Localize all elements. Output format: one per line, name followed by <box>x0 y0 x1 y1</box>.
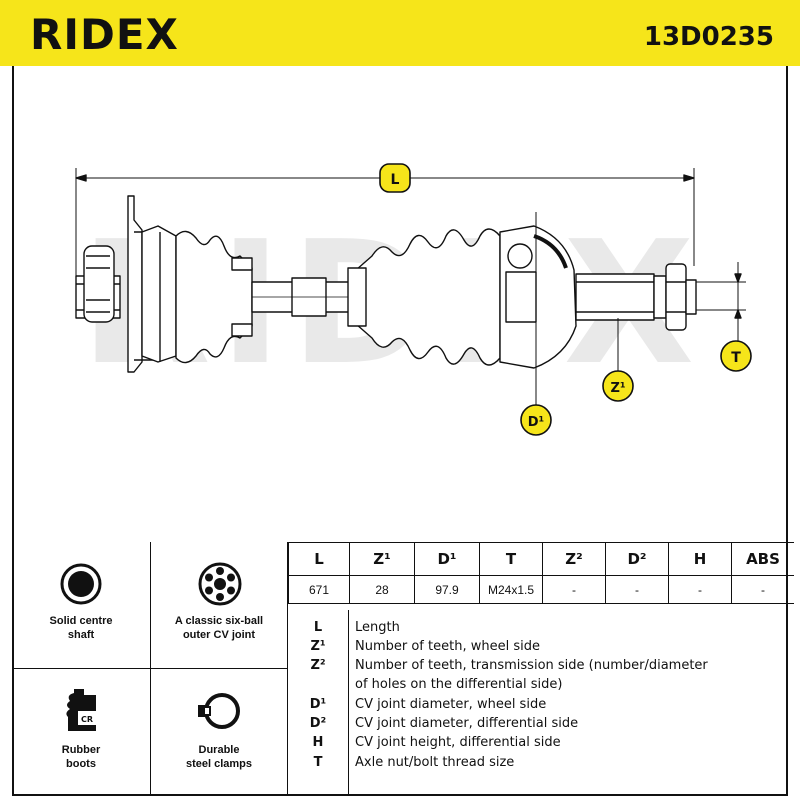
legend-key: Z¹ <box>310 639 326 654</box>
spec-header-T: T <box>479 542 543 576</box>
svg-text:L: L <box>391 172 400 188</box>
spec-header-H: H <box>668 542 732 576</box>
feature-label-line2: outer CV joint <box>182 629 256 641</box>
spec-header-ABS: ABS <box>731 542 794 576</box>
legend-row: D¹ CV joint diameter, wheel side <box>288 697 788 717</box>
legend-row: of holes on the differential side) <box>288 677 788 697</box>
spec-value-Z2: - <box>542 575 606 604</box>
spec-header-Z2: Z² <box>542 542 606 576</box>
spec-header-Z1: Z¹ <box>349 542 415 576</box>
feature-solid-shaft: Solid centre shaft <box>12 542 151 669</box>
spec-value-Z1: 28 <box>349 575 415 604</box>
callout-L: L <box>379 163 411 193</box>
solid-shaft-icon <box>60 563 102 605</box>
steel-clamp-icon <box>198 693 240 729</box>
outer-spline <box>575 273 655 321</box>
axle-nut <box>665 263 687 331</box>
legend-row: T Axle nut/bolt thread size <box>288 755 788 775</box>
legend-desc: Number of teeth, transmission side (numb… <box>355 658 708 673</box>
legend-desc: Axle nut/bolt thread size <box>355 755 515 770</box>
header-bar: RIDEX 13D0235 <box>0 0 800 66</box>
six-ball-joint-icon <box>198 562 242 606</box>
legend-desc: of holes on the differential side) <box>355 677 563 692</box>
rubber-boot-icon: CR <box>66 689 96 731</box>
legend-row: Z¹ Number of teeth, wheel side <box>288 639 788 659</box>
feature-label-line1: Durable <box>198 744 240 756</box>
callout-D1: D¹ <box>520 404 552 436</box>
spec-value-T: M24x1.5 <box>479 575 543 604</box>
content-frame <box>12 66 788 796</box>
legend-row: H CV joint height, differential side <box>288 735 788 755</box>
legend-row: D² CV joint diameter, differential side <box>288 716 788 736</box>
legend-key: D² <box>309 716 327 731</box>
spec-value-row: 671 28 97.9 M24x1.5 - - - - <box>288 575 794 604</box>
spec-value-L: 671 <box>288 575 350 604</box>
brand-logo: RIDEX <box>30 10 179 59</box>
spec-header-row: L Z¹ D¹ T Z² D² H ABS <box>288 542 794 576</box>
callout-T: T <box>720 340 752 372</box>
legend-desc: Length <box>355 620 400 635</box>
feature-label-line1: A classic six-ball <box>174 615 264 627</box>
legend-key: L <box>313 620 323 635</box>
legend-key: Z² <box>310 658 326 673</box>
feature-rubber-boots: CR Rubber boots <box>12 669 151 796</box>
legend-desc: Number of teeth, wheel side <box>355 639 540 654</box>
svg-text:Z¹: Z¹ <box>610 381 625 396</box>
spec-value-D2: - <box>605 575 669 604</box>
spec-value-H: - <box>668 575 732 604</box>
legend-row: Z² Number of teeth, transmission side (n… <box>288 658 788 678</box>
legend: L Length Z¹ Number of teeth, wheel side … <box>288 610 788 796</box>
inner-joint-housing <box>141 225 177 363</box>
legend-key: D¹ <box>309 697 327 712</box>
spec-table: L Z¹ D¹ T Z² D² H ABS 671 28 97.9 M24x1.… <box>288 542 794 604</box>
legend-divider <box>348 610 349 796</box>
feature-steel-clamps: Durable steel clamps <box>151 669 288 796</box>
feature-label-line2: shaft <box>67 629 95 641</box>
svg-text:CR: CR <box>81 715 93 724</box>
legend-key: T <box>313 755 323 770</box>
spec-value-ABS: - <box>731 575 794 604</box>
legend-desc: CV joint diameter, differential side <box>355 716 579 731</box>
legend-row: L Length <box>288 620 788 640</box>
svg-text:D¹: D¹ <box>528 415 545 430</box>
feature-label-line1: Solid centre <box>49 615 113 627</box>
feature-label-line2: boots <box>66 758 96 770</box>
feature-six-ball-joint: A classic six-ball outer CV joint <box>151 542 288 669</box>
part-number: 13D0235 <box>643 22 774 52</box>
legend-key: H <box>312 735 324 750</box>
spec-header-D2: D² <box>605 542 669 576</box>
feature-label-line2: steel clamps <box>185 758 253 770</box>
feature-label-line1: Rubber <box>61 744 101 756</box>
outer-boot <box>355 228 501 366</box>
legend-desc: CV joint height, differential side <box>355 735 561 750</box>
spec-header-D1: D¹ <box>414 542 480 576</box>
svg-text:T: T <box>731 350 741 366</box>
legend-desc: CV joint diameter, wheel side <box>355 697 547 712</box>
callout-Z1: Z¹ <box>602 370 634 402</box>
spec-value-D1: 97.9 <box>414 575 480 604</box>
spec-header-L: L <box>288 542 350 576</box>
drive-shaft-drawing: RIDEX <box>75 163 752 436</box>
